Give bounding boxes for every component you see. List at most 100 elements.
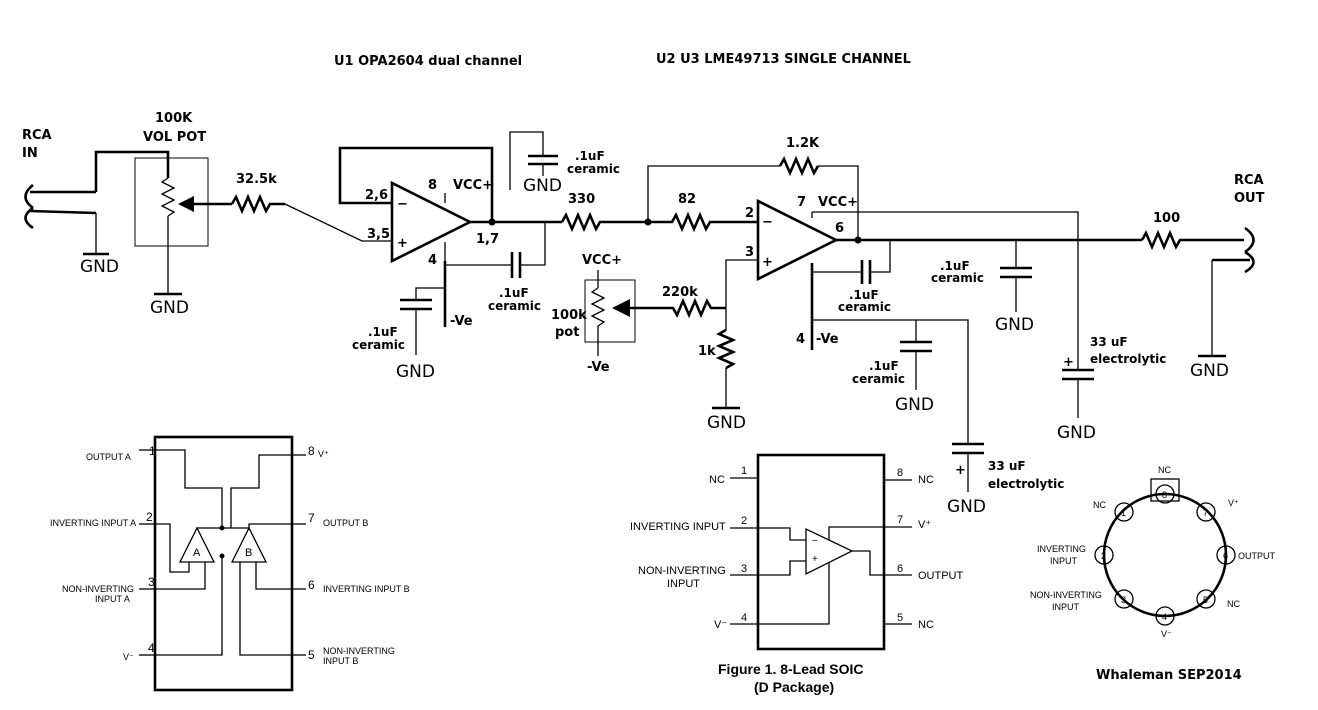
u2-pin-2: 2 [745,206,754,221]
elec-plus: + [1063,355,1074,370]
u2-opamp: − + [756,198,839,282]
dual-pin-1: 1 [149,444,156,458]
r-1k2-label: 1.2K [786,136,820,151]
soic-pinout: − + [730,453,912,651]
u2-minus: − [762,215,773,230]
can-pin-5: 5 [1203,595,1208,605]
u1-plus: + [397,236,408,251]
gnd-label: GND [523,176,562,196]
can-label-nc: NC [1227,599,1240,609]
offset-pot-value: 100k [551,308,587,323]
soic-label-output: OUTPUT [918,570,964,582]
soic-caption: Figure 1. 8-Lead SOIC [718,661,863,677]
can-label-inv: INVERTING [1037,544,1086,554]
u1-title: U1 OPA2604 dual channel [334,54,522,69]
cap-type: ceramic [488,299,541,313]
gnd-label: GND [895,395,934,415]
can-label-noninv-2: INPUT [1052,602,1080,612]
soic-plus: + [812,554,818,565]
r-82-label: 82 [678,192,696,207]
offset-vcc: VCC+ [582,253,622,268]
gnd-label: GND [1190,361,1229,381]
soic-label-inv: INVERTING INPUT [630,521,726,533]
soic-label-noninv-2: INPUT [667,578,700,590]
can-label-noninv: NON-INVERTING [1030,590,1102,600]
can-label-vminus: V⁻ [1161,629,1172,639]
amp-b-label: B [245,547,252,559]
dual-pin-2: 2 [146,510,153,524]
elec-cap-type: electrolytic [1090,352,1166,366]
elec-cap-value: 33 uF [1090,335,1128,349]
can-pin-4: 4 [1162,612,1167,622]
u2-vcc: VCC+ [818,195,858,210]
can-pin-7: 7 [1203,508,1208,518]
cap-type: ceramic [838,300,891,314]
cap-value: .1uF [575,149,605,163]
soic-label-nc: NC [709,474,725,486]
amp-a-label: A [193,547,201,559]
u2-pin-7: 7 [797,195,806,210]
dual-label-noninv-a: NON-INVERTING [62,584,134,594]
rca-in-label-2: IN [22,146,38,161]
gnd-label: GND [995,315,1034,335]
gnd-label: GND [396,362,435,382]
can-pin-8: 8 [1162,490,1167,500]
soic-pin-4: 4 [741,612,747,624]
soic-label-noninv: NON-INVERTING [638,565,726,577]
cap-type: ceramic [931,271,984,285]
can-label-nc: NC [1158,465,1171,475]
u1-pin-17: 1,7 [476,232,499,247]
u1-pin-8: 8 [428,178,437,193]
rca-out-label: RCA [1234,173,1264,188]
soic-label-vminus: V⁻ [714,619,727,631]
offset-pot-label: pot [555,325,579,340]
dual-label-noninv-a-2: INPUT A [95,594,130,604]
soic-pin-8: 8 [897,467,903,479]
soic-pin-3: 3 [741,563,747,575]
soic-pin-2: 2 [741,515,747,527]
elec-cap-value: 33 uF [988,459,1026,473]
gnd-label: GND [150,298,189,318]
soic-minus: − [812,536,818,547]
gnd-label: GND [947,497,986,517]
u1-vcc: VCC+ [453,178,493,193]
dual-label-inv-a: INVERTING INPUT A [50,518,136,528]
r-32k5-label: 32.5k [236,172,277,187]
r-220k-label: 220k [662,285,698,300]
u2-pin-4: 4 [796,332,805,347]
u1-opamp: − + [390,180,473,264]
dual-label-vminus: V⁻ [123,652,134,662]
soic-label-vplus: V⁺ [918,519,931,531]
offset-vneg: -Ve [587,360,610,375]
dual-label-inv-b: INVERTING INPUT B [323,584,410,594]
vol-pot-value: 100K [155,111,193,126]
dual-pin-4: 4 [148,641,155,655]
dual-pin-6: 6 [308,578,315,592]
u1-minus: − [397,197,408,212]
rca-in-jack [24,183,97,230]
soic-pin-5: 5 [897,612,903,624]
u1-pin-35: 3,5 [367,227,390,242]
cap-type: ceramic [567,162,620,176]
soic-pin-6: 6 [897,563,903,575]
cap-type: ceramic [852,372,905,386]
can-label-inv-2: INPUT [1050,556,1078,566]
cap-type: ceramic [352,338,405,352]
dual-opamp-pinout [139,435,306,692]
dual-label-vplus: V⁺ [318,449,329,459]
can-pin-2: 2 [1101,551,1106,561]
dual-label-output-a: OUTPUT A [86,452,131,462]
cap-value: .1uF [368,325,398,339]
r-100-label: 100 [1153,211,1180,226]
gnd-label: GND [1057,423,1096,443]
can-label-nc: NC [1093,500,1106,510]
dual-pin-7: 7 [308,511,315,525]
soic-pin-1: 1 [741,465,747,477]
can-label-output: OUTPUT [1238,551,1276,561]
u1-pin-4: 4 [428,253,437,268]
u2-pin-6: 6 [835,221,844,236]
dual-pin-5: 5 [308,648,315,662]
can-pin-3: 3 [1121,595,1126,605]
dual-label-output-b: OUTPUT B [323,518,368,528]
u2-plus: + [762,255,773,270]
